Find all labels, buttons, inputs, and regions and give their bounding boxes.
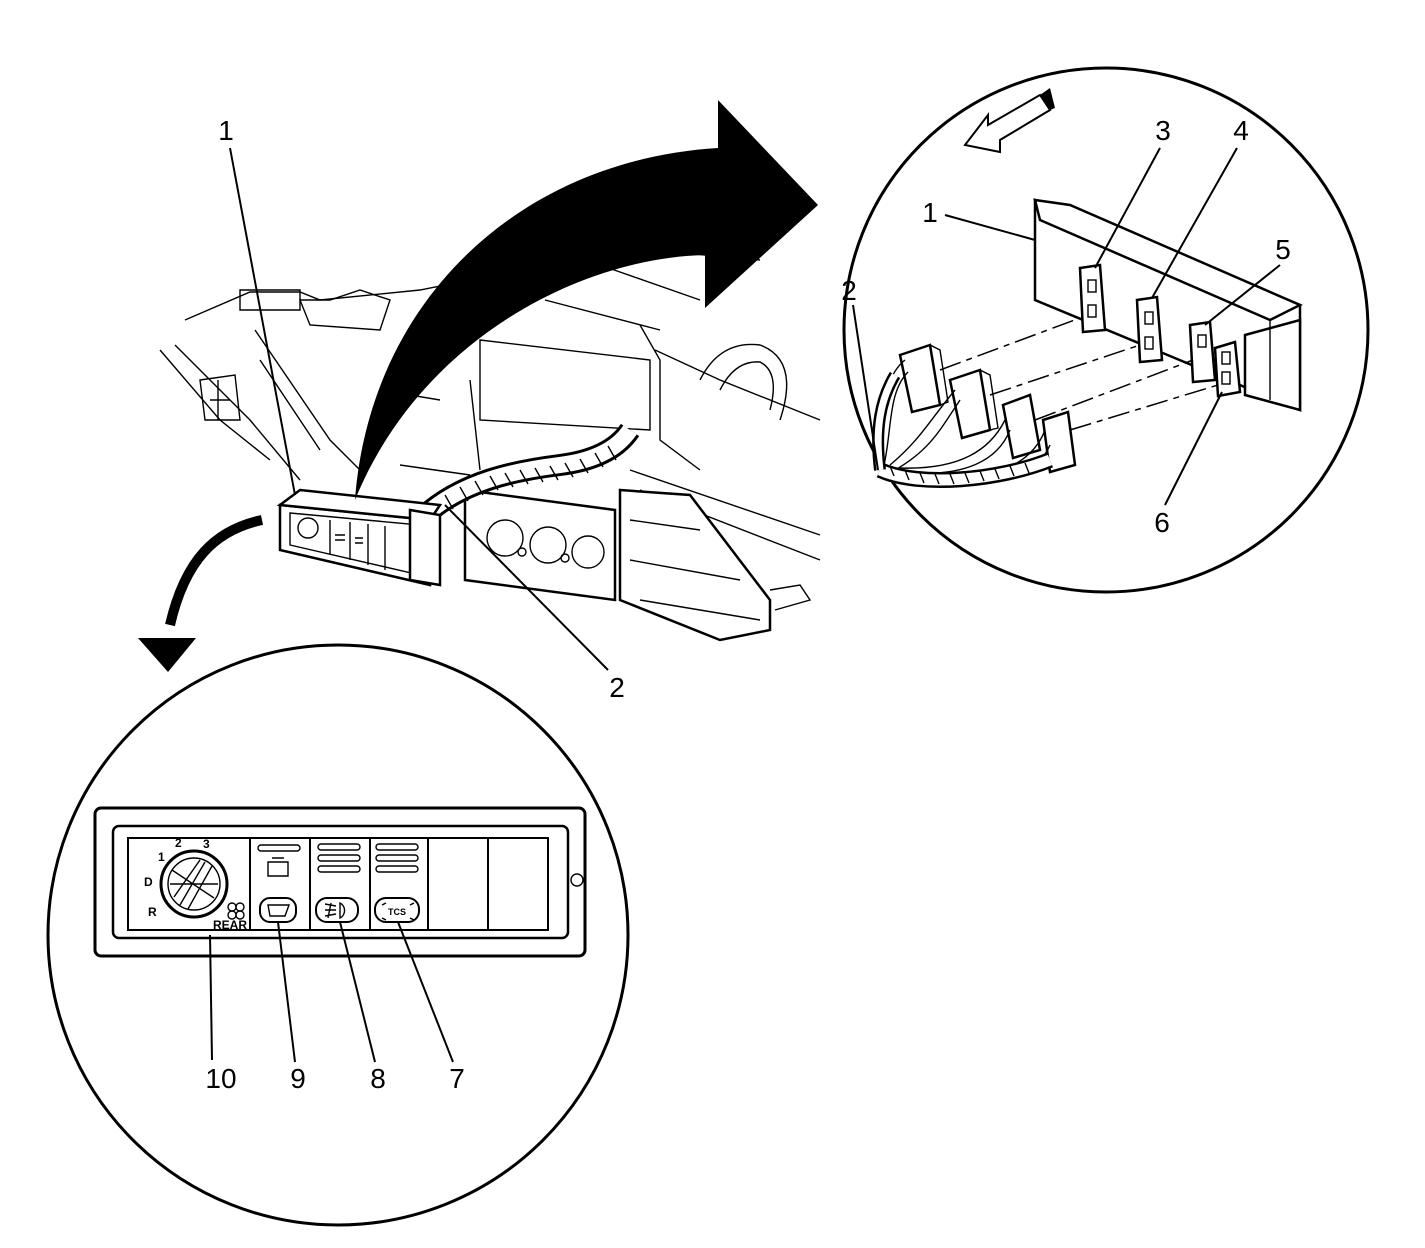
fog-lamp-icon xyxy=(315,897,359,923)
callout-label: 1 xyxy=(218,115,234,146)
arrow-to-top-detail-icon xyxy=(355,100,818,500)
detail-callout-5: 5 xyxy=(1204,234,1291,326)
main-callout-1: 1 xyxy=(218,115,296,496)
detail-circle-switch-panel: 1 2 3 D R REAR xyxy=(46,643,630,1227)
detail-callout-2: 2 xyxy=(841,275,879,471)
detail-callout-3: 3 xyxy=(1094,115,1171,269)
tcs-icon: TCS xyxy=(374,897,420,923)
detail-callout-4: 4 xyxy=(1151,115,1249,299)
callout-label: 10 xyxy=(205,1063,236,1094)
arrow-to-bottom-detail-icon xyxy=(138,515,264,672)
callout-label: 7 xyxy=(449,1063,465,1094)
fan-icon xyxy=(227,902,245,920)
fan-position-2: 2 xyxy=(175,836,182,850)
callout-label: 2 xyxy=(609,672,625,703)
harness-plug-c xyxy=(1001,393,1042,460)
traction-control-switch: TCS xyxy=(374,843,420,923)
detail-callout-1: 1 xyxy=(922,197,1036,241)
fan-position-1: 1 xyxy=(158,850,165,864)
rear-blower-knob: 1 2 3 D R REAR xyxy=(144,836,247,932)
detail-callout-7: 7 xyxy=(397,921,465,1094)
harness-plug-b xyxy=(948,368,999,440)
callout-label: 4 xyxy=(1233,115,1249,146)
detail-callout-9: 9 xyxy=(277,921,306,1094)
receptacle-6 xyxy=(1213,340,1242,398)
forward-direction-icon xyxy=(963,88,1055,154)
detail-callout-6: 6 xyxy=(1154,391,1223,538)
tcs-label: TCS xyxy=(388,907,406,917)
rear-window-icon xyxy=(259,897,297,923)
detail-circle-connectors xyxy=(842,66,1370,594)
main-callout-2: 2 xyxy=(444,504,625,703)
fog-lamp-switch xyxy=(315,843,361,923)
fan-position-3: 3 xyxy=(203,837,210,851)
receptacle-5 xyxy=(1188,320,1217,384)
detail-callout-10: 10 xyxy=(205,934,237,1094)
receptacle-3 xyxy=(1078,263,1107,334)
callout-label: 2 xyxy=(841,275,857,306)
callout-label: 6 xyxy=(1154,507,1170,538)
callout-label: 1 xyxy=(922,197,938,228)
rear-label: REAR xyxy=(213,918,247,932)
fan-position-r: R xyxy=(148,905,157,919)
callout-label: 8 xyxy=(370,1063,386,1094)
callout-label: 9 xyxy=(290,1063,306,1094)
callout-label: 3 xyxy=(1155,115,1171,146)
callout-label: 5 xyxy=(1275,234,1291,265)
receptacle-4 xyxy=(1135,295,1164,364)
detail-callout-8: 8 xyxy=(339,921,386,1094)
fan-position-d: D xyxy=(144,875,153,889)
